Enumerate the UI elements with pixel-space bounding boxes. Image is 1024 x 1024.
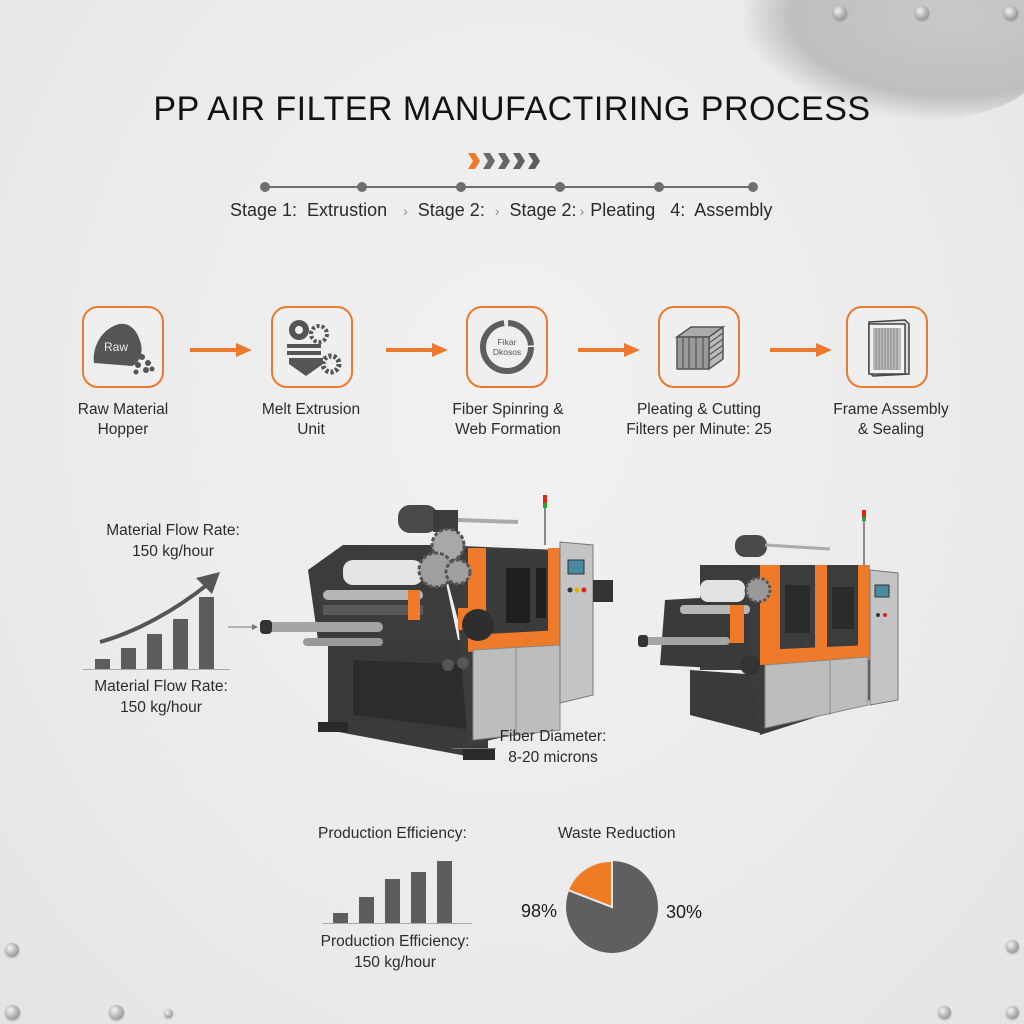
rivet-decoration <box>1004 6 1018 20</box>
chevron-right-icon <box>513 153 525 169</box>
stage-separator: › <box>494 203 500 219</box>
stage-separator: › <box>579 203 585 219</box>
rivet-decoration <box>5 1005 20 1020</box>
pleating-machine-illustration <box>638 510 899 735</box>
production-efficiency-title: Production Efficiency: <box>318 825 467 842</box>
progress-chevrons <box>466 152 540 170</box>
page-title: PP AIR FILTER MANUFACTIRING PROCESS <box>153 90 871 128</box>
rivet-decoration <box>1006 1006 1019 1019</box>
timeline-dot <box>456 182 466 192</box>
fiber-diameter-note: Fiber Diameter: 8-20 microns <box>499 728 607 766</box>
timeline-dot <box>654 182 664 192</box>
rivet-decoration <box>109 1005 124 1020</box>
stage-label: Stage 1: Extrustion <box>230 200 388 220</box>
flow-arrow-icon <box>578 343 640 357</box>
chevron-right-icon <box>498 153 510 169</box>
step-raw-material-card: Raw <box>82 306 164 388</box>
timeline-dot <box>357 182 367 192</box>
production-efficiency-bar-chart <box>333 861 452 923</box>
framed-filter-icon <box>868 319 910 377</box>
step-fiber-spinning-card: Fikar Dkosos <box>466 306 548 388</box>
fiber-ring-icon: Fikar Dkosos <box>480 320 534 374</box>
chevron-right-icon <box>483 153 495 169</box>
chart-bar <box>333 913 348 923</box>
pie-left-label: 98% <box>521 901 558 921</box>
step-pleating-label: Pleating & Cutting Filters per Minute: 2… <box>626 401 772 438</box>
rivet-decoration <box>915 6 929 20</box>
flow-rate-top-note: Material Flow Rate: 150 kg/hour <box>106 522 240 560</box>
step-raw-material-label: Raw Material Hopper <box>77 401 169 438</box>
svg-text:Dkosos: Dkosos <box>493 347 521 357</box>
trend-up-arrow-icon <box>99 572 220 644</box>
chart-bar <box>411 872 426 923</box>
step-melt-extrusion-card <box>271 306 353 388</box>
waste-reduction-pie-chart <box>566 860 658 953</box>
stage-breadcrumb: Stage 1: Extrustion › Stage 2: › Stage 2… <box>230 200 772 221</box>
rivet-decoration <box>5 943 19 957</box>
chart-bar <box>95 659 110 669</box>
timeline-track <box>265 186 753 188</box>
gears-extruder-icon <box>287 320 342 376</box>
flow-arrow-icon <box>770 343 832 357</box>
chart-bar <box>147 634 162 669</box>
pie-right-label: 30% <box>666 902 703 922</box>
chart-bar <box>385 879 400 923</box>
rivet-decoration <box>938 1006 951 1019</box>
fiber-diameter-leader-line <box>452 748 496 749</box>
flow-rate-bar-chart <box>95 597 214 669</box>
flow-rate-bottom-note: Material Flow Rate: 150 kg/hour <box>94 678 228 716</box>
chevron-right-icon <box>528 153 540 169</box>
chart-baseline <box>322 923 472 924</box>
chevron-right-icon <box>468 153 480 169</box>
rivet-decoration <box>833 6 847 20</box>
raw-material-pile-icon: Raw <box>93 323 155 375</box>
waste-reduction-title: Waste Reduction <box>558 825 676 842</box>
chart-bar <box>359 897 374 923</box>
timeline-dot <box>260 182 270 192</box>
rivet-decoration <box>164 1009 173 1018</box>
chart-bar <box>121 648 136 669</box>
rivet-decoration <box>1006 940 1019 953</box>
svg-text:Raw: Raw <box>104 340 128 354</box>
timeline-dot <box>555 182 565 192</box>
stage-separator: › <box>403 203 408 219</box>
flow-arrow-icon <box>386 343 448 357</box>
stage-label: Stage 2: <box>509 200 577 220</box>
chart-bar <box>173 619 188 669</box>
chart-baseline <box>83 669 230 670</box>
step-fiber-spinning-label: Fiber Spinring & Web Formation <box>452 401 564 438</box>
chart-bar <box>199 597 214 669</box>
flow-arrow-icon <box>190 343 252 357</box>
pleated-block-icon <box>674 325 726 371</box>
stage-label: Stage 2: <box>417 200 485 220</box>
chart-bar <box>437 861 452 923</box>
step-pleating-card <box>658 306 740 388</box>
step-melt-extrusion-label: Melt Extrusion Unit <box>261 401 361 438</box>
step-frame-assembly-card <box>846 306 928 388</box>
melt-blown-machine-illustration <box>260 495 613 760</box>
production-efficiency-note: Production Efficiency: 150 kg/hour <box>320 933 470 971</box>
timeline-dot <box>748 182 758 192</box>
pointer-arrow-icon <box>228 624 258 630</box>
step-frame-assembly-label: Frame Assembly & Sealing <box>833 401 949 438</box>
svg-text:Fikar: Fikar <box>498 337 517 347</box>
stage-label: Pleating 4: Assembly <box>590 200 773 220</box>
